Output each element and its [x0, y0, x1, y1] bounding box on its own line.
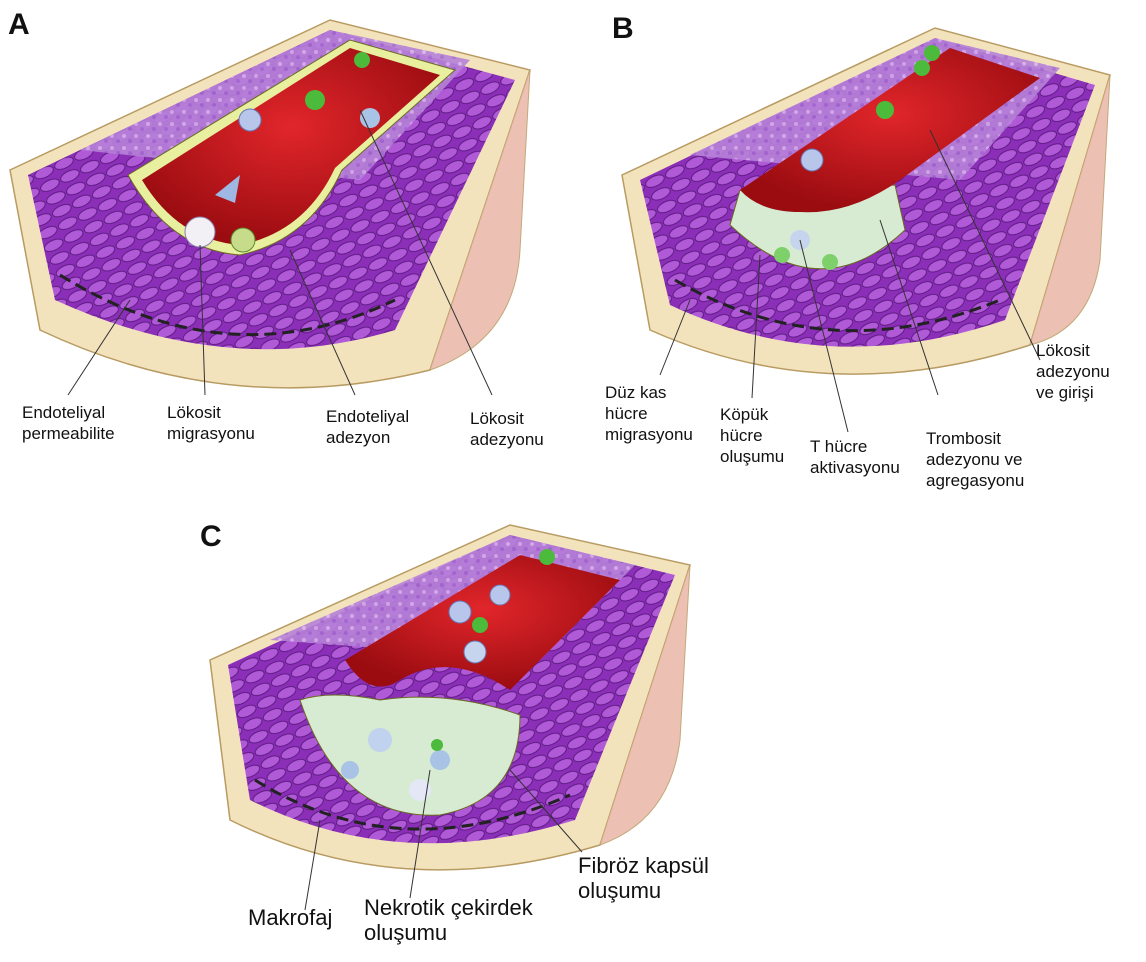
panel-letter-b: B — [612, 12, 634, 46]
artery-a — [10, 20, 530, 388]
panel-letter-a: A — [8, 8, 30, 42]
artery-c — [210, 525, 690, 870]
artery-b — [622, 28, 1110, 374]
panel-letter-c: C — [200, 520, 222, 554]
label-macrophage: Makrofaj — [248, 905, 332, 930]
